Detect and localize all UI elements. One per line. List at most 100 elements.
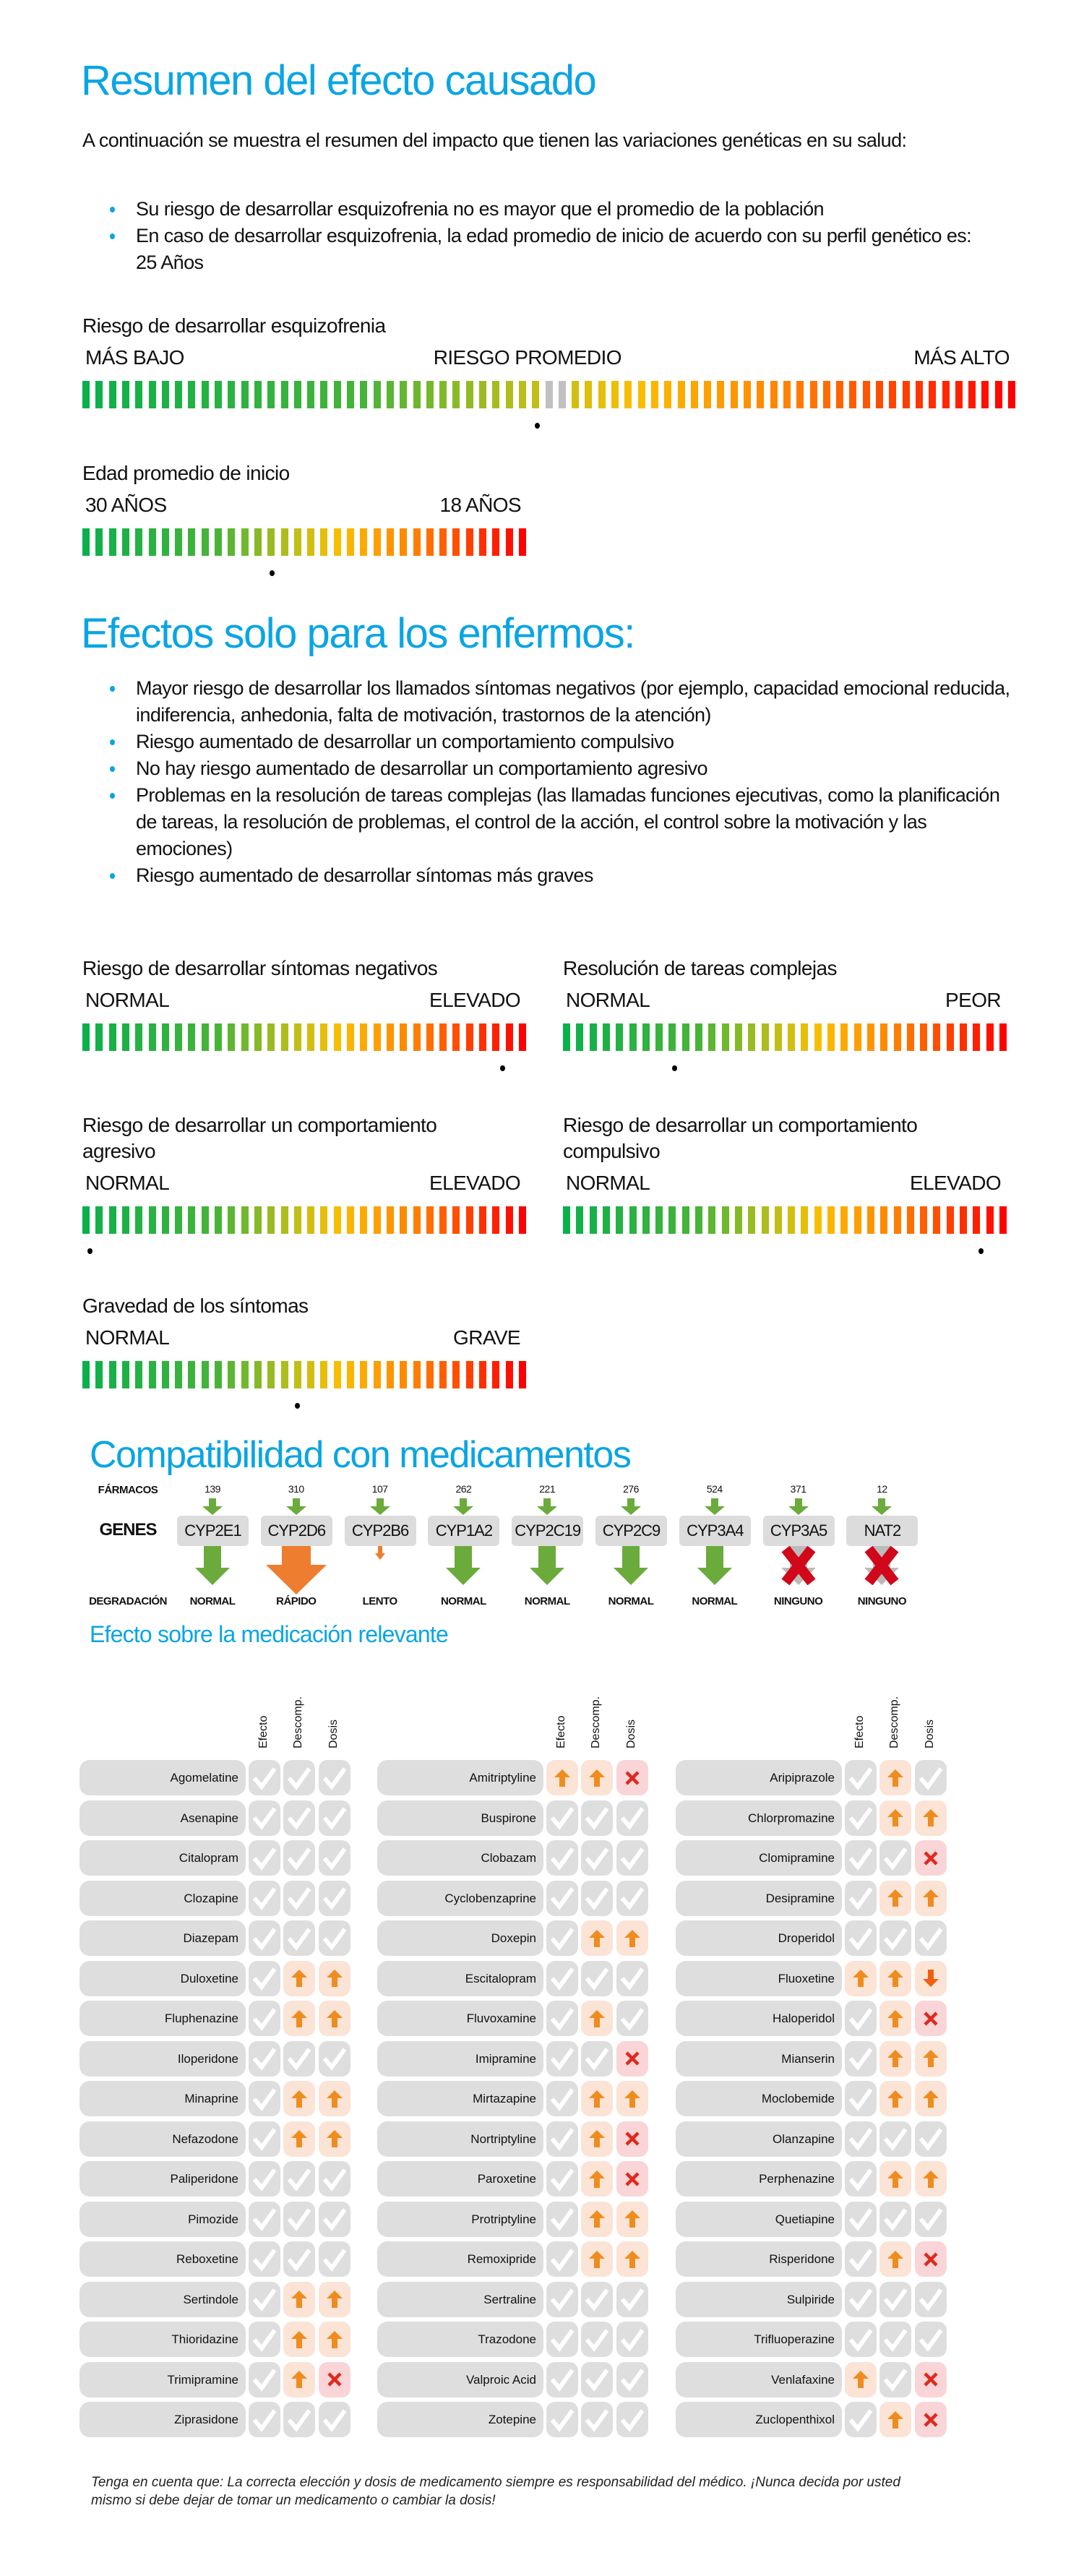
status-cell-dosis <box>915 1760 947 1795</box>
bullet-icon <box>110 233 115 239</box>
gauge-segment <box>999 1023 1007 1051</box>
gauge-segment <box>505 528 513 556</box>
arrow-up-icon <box>887 2170 903 2188</box>
effects-bullet: Riesgo aumentado de desarrollar síntomas… <box>82 862 1015 889</box>
gauge-segment <box>241 1361 249 1388</box>
gene-cyp2e1[interactable]: CYP2E1 <box>177 1516 249 1546</box>
status-cell-descomp <box>879 1800 911 1836</box>
check-icon <box>252 1926 277 1951</box>
status-cell-efecto <box>845 1960 877 1996</box>
check-icon <box>883 2327 908 2352</box>
cross-icon <box>924 2251 938 2267</box>
check-icon <box>919 1766 943 1790</box>
medication-name: Escitalopram <box>377 1960 543 1996</box>
gauge-segment <box>254 1361 262 1388</box>
gauge-segment <box>650 381 658 408</box>
gauge-segment <box>479 1206 486 1234</box>
gauge-segment <box>188 1023 196 1051</box>
status-cell-descomp <box>879 1840 911 1876</box>
gauge-segment <box>360 1023 368 1051</box>
gauge-segment <box>426 381 434 408</box>
gauge-segment <box>400 381 408 408</box>
gauge-segment <box>215 1023 222 1051</box>
status-cell-descomp <box>283 2281 315 2317</box>
gauge-segment <box>576 1023 584 1051</box>
gauge-marker-dot <box>269 570 275 576</box>
gauge-segment <box>616 1206 624 1234</box>
gene-cyp2b6[interactable]: CYP2B6 <box>344 1516 416 1546</box>
bullet-text: Mayor riesgo de desarrollar los llamados… <box>136 677 1010 726</box>
column-header-efecto: Efecto <box>555 1715 567 1748</box>
status-cell-descomp <box>581 1880 613 1916</box>
gauge-segment <box>452 1361 460 1388</box>
gene-cyp2d6[interactable]: CYP2D6 <box>260 1516 332 1546</box>
column-header-descomp: Descomp. <box>590 1696 602 1748</box>
gene-cyp1a2[interactable]: CYP1A2 <box>428 1516 500 1546</box>
gauge-segment <box>307 1206 315 1234</box>
gene-cyp3a5[interactable]: CYP3A5 <box>762 1516 835 1546</box>
cross-icon <box>625 2131 640 2146</box>
bullet-icon <box>110 793 115 799</box>
status-cell-dosis <box>319 1920 350 1956</box>
check-icon <box>848 2087 873 2111</box>
arrow-down-icon <box>374 1546 385 1563</box>
arrow-up-icon <box>589 2130 605 2147</box>
gauge-segment <box>175 528 183 556</box>
footnote: Tenga en cuenta que: La correcta elecció… <box>91 2475 900 2508</box>
status-cell-dosis <box>319 2081 350 2116</box>
arrow-down-small-icon <box>202 1498 223 1519</box>
gauge-segment <box>413 528 421 556</box>
arrow-up-icon <box>923 2170 939 2188</box>
medication-name: Remoxipride <box>377 2241 543 2277</box>
gene-nat2[interactable]: NAT2 <box>846 1516 919 1546</box>
gauge-segment <box>82 1206 90 1234</box>
gauge-segment <box>518 528 526 556</box>
gauge-segment <box>973 1206 981 1234</box>
gauge-segment <box>228 381 236 408</box>
arrow-down-icon <box>195 1546 230 1589</box>
medication-name: Venlafaxine <box>676 2361 842 2397</box>
arrow-up-icon <box>923 1809 939 1826</box>
gauge-segment <box>201 381 209 408</box>
arrow-down-small-icon <box>537 1498 558 1519</box>
gauge-segment <box>589 1023 597 1051</box>
gauge-segment <box>95 1206 103 1234</box>
gauge-segment <box>704 381 712 408</box>
arrow-down-icon <box>530 1546 565 1589</box>
gauge-segment <box>642 1023 650 1051</box>
gauge-segment <box>228 1361 236 1388</box>
gauge-segment <box>148 1206 156 1234</box>
gauge-segment <box>333 1023 341 1051</box>
medication-name: Cyclobenzaprine <box>377 1880 543 1916</box>
gene-cyp3a4[interactable]: CYP3A4 <box>679 1516 751 1546</box>
status-cell-dosis <box>319 2361 350 2397</box>
gene-cyp2c9[interactable]: CYP2C9 <box>595 1516 667 1546</box>
status-cell-descomp <box>879 1960 911 1996</box>
gauge-segment <box>602 1206 610 1234</box>
gauge-segment <box>161 1206 169 1234</box>
arrow-down-small-icon <box>621 1498 641 1519</box>
gauge-segment <box>121 1023 129 1051</box>
arrow-up-icon <box>853 2371 869 2388</box>
status-cell-efecto <box>546 1760 578 1795</box>
status-cell-descomp <box>283 2121 315 2157</box>
gauge-segment <box>518 381 526 408</box>
gauge-segment <box>1008 381 1015 408</box>
summary-bullets: Su riesgo de desarrollar esquizofrenia n… <box>82 196 1015 276</box>
medication-name: Imipramine <box>377 2040 543 2077</box>
check-icon <box>848 2408 873 2432</box>
status-cell-dosis <box>616 1960 648 1996</box>
gauge-segment <box>135 1361 143 1388</box>
medication-name: Quetiapine <box>676 2201 842 2237</box>
summary-bullet: En caso de desarrollar esquizofrenia, la… <box>82 223 974 276</box>
status-cell-descomp <box>581 1960 613 1996</box>
gauge-segment <box>188 381 196 408</box>
gauge-segment <box>95 381 103 408</box>
gauge-segment <box>774 1206 782 1234</box>
arrow-up-icon <box>887 1809 903 1826</box>
check-icon <box>848 1886 873 1910</box>
gene-cyp2c19[interactable]: CYP2C19 <box>512 1516 584 1546</box>
status-cell-dosis <box>616 2040 648 2077</box>
